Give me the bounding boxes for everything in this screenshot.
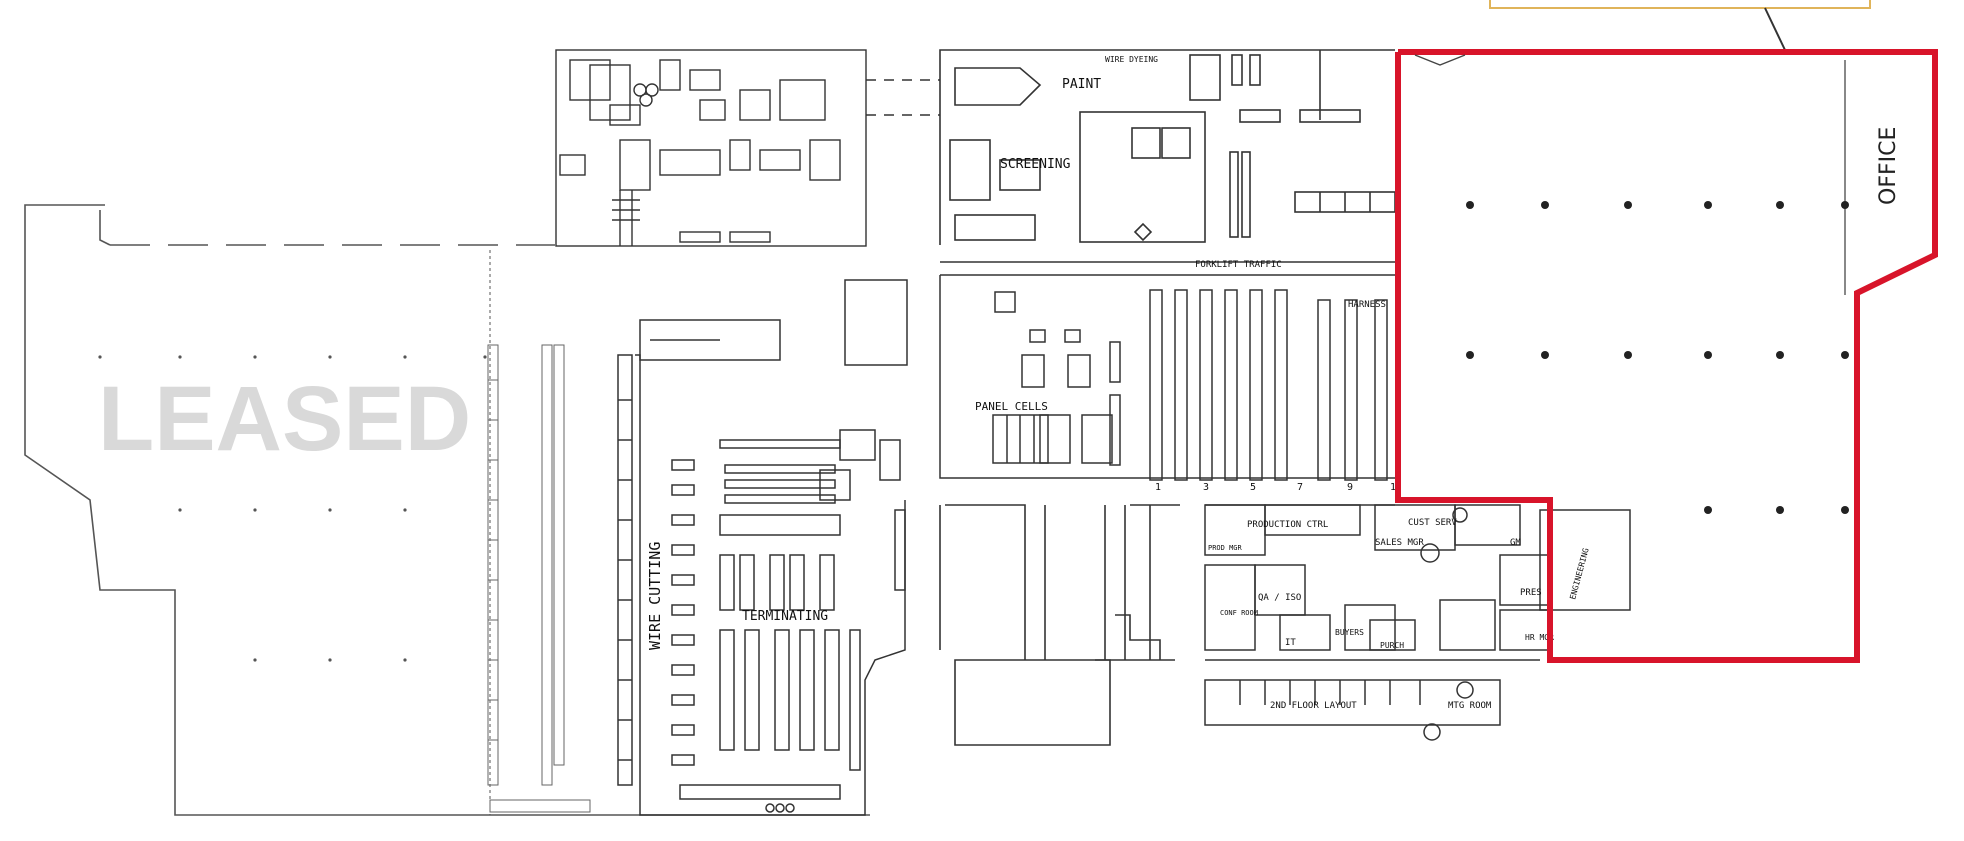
leased-racks [487, 344, 591, 813]
office-highlight-area [1395, 49, 1938, 663]
room-engineering: ENGINEERING [1568, 547, 1590, 601]
room-gm: GM [1510, 538, 1521, 548]
leased-area [24, 204, 870, 816]
row-number: 5 [1250, 482, 1256, 493]
second-floor-strip [1204, 679, 1501, 741]
room-pres: PRES [1520, 588, 1542, 598]
room-cust-serv: CUST SERV [1408, 518, 1457, 528]
mtg-room-label: MTG ROOM [1448, 701, 1492, 711]
callout-leader [1764, 7, 1786, 51]
office-cluster [1204, 504, 1631, 661]
room-purch: PURCH [1380, 641, 1404, 650]
area-label-screening: SCREENING [1000, 157, 1071, 172]
room-conf-room: CONF ROOM [1220, 609, 1258, 617]
room-it: IT [1285, 638, 1296, 648]
row-numbers: 1 3 5 7 9 1 [1155, 482, 1396, 493]
paint-screening-area [939, 49, 1396, 263]
area-label-wire-dyeing: WIRE DYEING [1105, 55, 1158, 64]
area-label-forklift: FORKLIFT TRAFFIC [1195, 260, 1282, 270]
area-label-harness: HARNESS [1348, 300, 1386, 310]
area-label-paint: PAINT [1062, 77, 1101, 92]
area-label-wire-cutting: WIRE CUTTING [646, 542, 664, 650]
office-label: OFFICE [1876, 127, 1901, 205]
area-label-panel-cells: PANEL CELLS [975, 400, 1048, 413]
area-label-terminating: TERMINATING [742, 609, 828, 624]
panel-harness-area [939, 274, 1395, 481]
row-number: 7 [1297, 482, 1303, 493]
wire-cutting-terminating-area [617, 279, 908, 816]
row-number: 1 [1390, 482, 1396, 493]
callout-box [1489, 0, 1871, 9]
row-number: 9 [1347, 482, 1353, 493]
row-number: 1 [1155, 482, 1161, 493]
lower-bays [939, 504, 1180, 746]
room-production-ctrl: PRODUCTION CTRL [1247, 520, 1328, 530]
second-floor-label: 2ND FLOOR LAYOUT [1270, 701, 1357, 711]
room-prod-mgr: PROD MGR [1208, 544, 1243, 552]
room-qa-iso: QA / ISO [1258, 593, 1301, 603]
room-sales-mgr: SALES MGR [1375, 538, 1424, 548]
row-number: 3 [1203, 482, 1209, 493]
leased-label: LEASED [98, 368, 471, 470]
room-buyers: BUYERS [1335, 628, 1364, 637]
machine-room [555, 49, 940, 247]
room-hr-mgr: HR MGR [1525, 633, 1554, 642]
